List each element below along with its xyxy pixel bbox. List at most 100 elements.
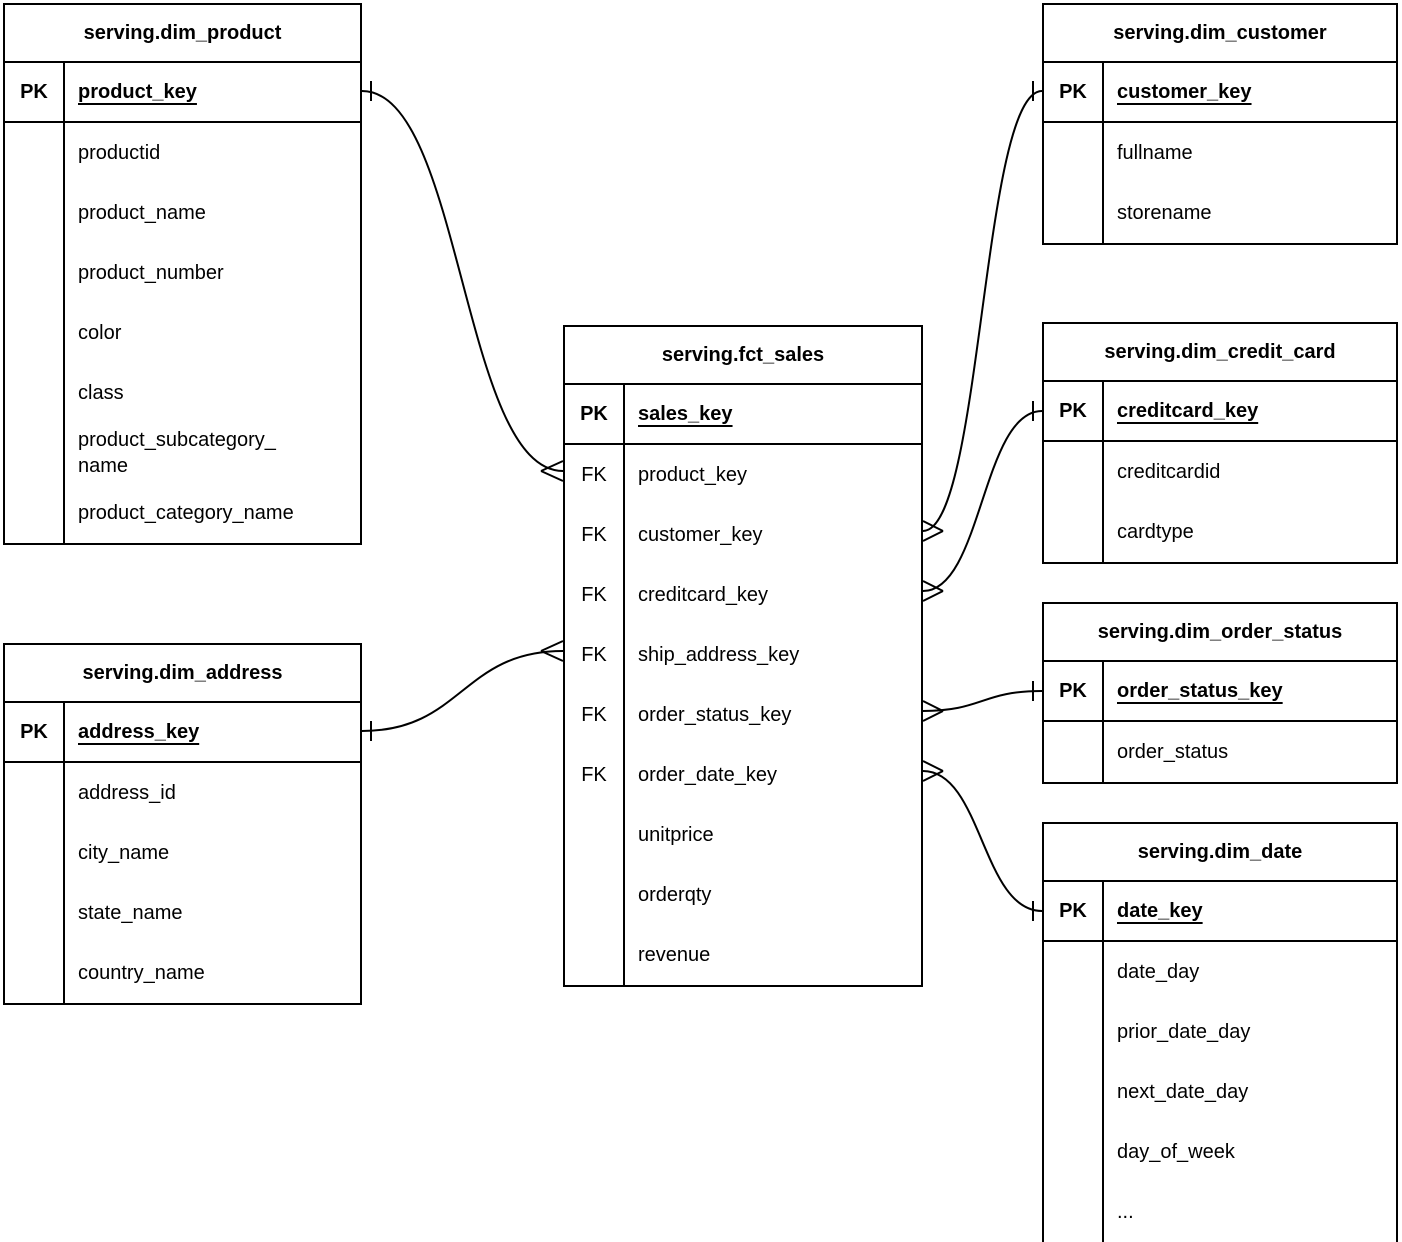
field-row: FK customer_key <box>565 505 921 565</box>
field-label: creditcard_key <box>638 583 769 606</box>
field-row: color <box>5 303 360 363</box>
pk-row: PK creditcard_key <box>1044 382 1396 442</box>
field-label: ship_address_key <box>638 643 800 666</box>
key-label <box>1044 442 1104 502</box>
field-row: cardtype <box>1044 502 1396 562</box>
field-row: product_category_name <box>5 483 360 543</box>
relationship-fct-sales-creditcard-key-to-dim-credit-card <box>922 401 1043 602</box>
key-label <box>1044 502 1104 562</box>
field-row: FK ship_address_key <box>565 625 921 685</box>
field-label: ... <box>1117 1200 1134 1223</box>
relationship-line <box>922 690 1043 712</box>
key-label <box>1044 1122 1104 1182</box>
relationship-fct-sales-customer-key-to-dim-customer <box>922 81 1043 542</box>
table-title: serving.dim_order_status <box>1044 604 1396 662</box>
field-label: productid <box>78 141 161 164</box>
relationship-line <box>922 90 1043 532</box>
field-row: creditcardid <box>1044 442 1396 502</box>
field-label: day_of_week <box>1117 1140 1235 1163</box>
key-label <box>5 483 65 543</box>
many-crow-foot-icon <box>540 460 564 482</box>
field-row: prior_date_day <box>1044 1002 1396 1062</box>
field-row: order_status <box>1044 722 1396 782</box>
relationship-line <box>361 650 564 732</box>
key-label <box>5 363 65 423</box>
field-label: class <box>78 381 124 404</box>
relationship-fct-sales-ship-address-key-to-dim-address <box>361 640 564 741</box>
key-label <box>5 883 65 943</box>
many-crow-foot-icon <box>922 520 944 542</box>
field-row: ... <box>1044 1182 1396 1242</box>
table-dim-customer: serving.dim_customer PK customer_key ful… <box>1042 3 1398 245</box>
field-label: product_key <box>638 463 747 486</box>
field-row: address_id <box>5 763 360 823</box>
field-row: product_name <box>5 183 360 243</box>
field-rows: order_status <box>1044 722 1396 782</box>
key-label <box>5 243 65 303</box>
field-label: orderqty <box>638 883 712 906</box>
field-label: prior_date_day <box>1117 1020 1251 1043</box>
field-label: revenue <box>638 943 711 966</box>
key-label: FK <box>565 625 625 685</box>
field-label: customer_key <box>638 523 763 546</box>
table-dim-product: serving.dim_product PK product_key produ… <box>3 3 362 545</box>
field-label: creditcardid <box>1117 460 1221 483</box>
key-label <box>5 123 65 183</box>
key-label <box>565 805 625 865</box>
many-crow-foot-icon <box>922 580 944 602</box>
table-dim-order-status: serving.dim_order_status PK order_status… <box>1042 602 1398 784</box>
table-dim-address: serving.dim_address PK address_key addre… <box>3 643 362 1005</box>
key-label <box>565 925 625 985</box>
key-label <box>1044 1062 1104 1122</box>
many-crow-foot-icon <box>922 700 944 722</box>
field-label: next_date_day <box>1117 1080 1249 1103</box>
pk-key-label: PK <box>1044 63 1104 121</box>
field-label: unitprice <box>638 823 714 846</box>
pk-key-label: PK <box>5 63 65 121</box>
relationship-fct-sales-order-status-key-to-dim-order-status <box>922 681 1043 722</box>
field-label: country_name <box>78 961 205 984</box>
field-label: fullname <box>1117 141 1193 164</box>
pk-key-label: PK <box>1044 882 1104 940</box>
key-label: FK <box>565 745 625 805</box>
relationship-fct-sales-product-key-to-dim-product <box>361 81 564 482</box>
relationship-line <box>922 410 1043 592</box>
pk-key-label: PK <box>1044 382 1104 440</box>
pk-row: PK order_status_key <box>1044 662 1396 722</box>
field-row: orderqty <box>565 865 921 925</box>
many-crow-foot-icon <box>922 760 944 782</box>
field-label: product_subcategory_ name <box>78 428 276 477</box>
key-label <box>5 943 65 1003</box>
table-title: serving.dim_customer <box>1044 5 1396 63</box>
pk-field-label: address_key <box>78 720 200 743</box>
pk-key-label: PK <box>565 385 625 443</box>
key-label <box>1044 1182 1104 1242</box>
field-row: unitprice <box>565 805 921 865</box>
field-label: order_date_key <box>638 763 777 786</box>
relationship-fct-sales-order-date-key-to-dim-date <box>922 760 1043 921</box>
relationship-line <box>922 770 1043 912</box>
field-label: cardtype <box>1117 520 1194 543</box>
pk-field-label: product_key <box>78 80 197 103</box>
field-label: product_number <box>78 261 224 284</box>
table-title: serving.dim_product <box>5 5 360 63</box>
field-label: state_name <box>78 901 183 924</box>
key-label: FK <box>565 505 625 565</box>
field-label: color <box>78 321 122 344</box>
field-row: city_name <box>5 823 360 883</box>
pk-field-label: sales_key <box>638 402 733 425</box>
pk-field-label: creditcard_key <box>1117 399 1259 422</box>
pk-row: PK product_key <box>5 63 360 123</box>
field-row: day_of_week <box>1044 1122 1396 1182</box>
field-row: product_number <box>5 243 360 303</box>
key-label <box>5 423 65 483</box>
key-label <box>1044 183 1104 243</box>
field-label: order_status_key <box>638 703 792 726</box>
field-row: productid <box>5 123 360 183</box>
